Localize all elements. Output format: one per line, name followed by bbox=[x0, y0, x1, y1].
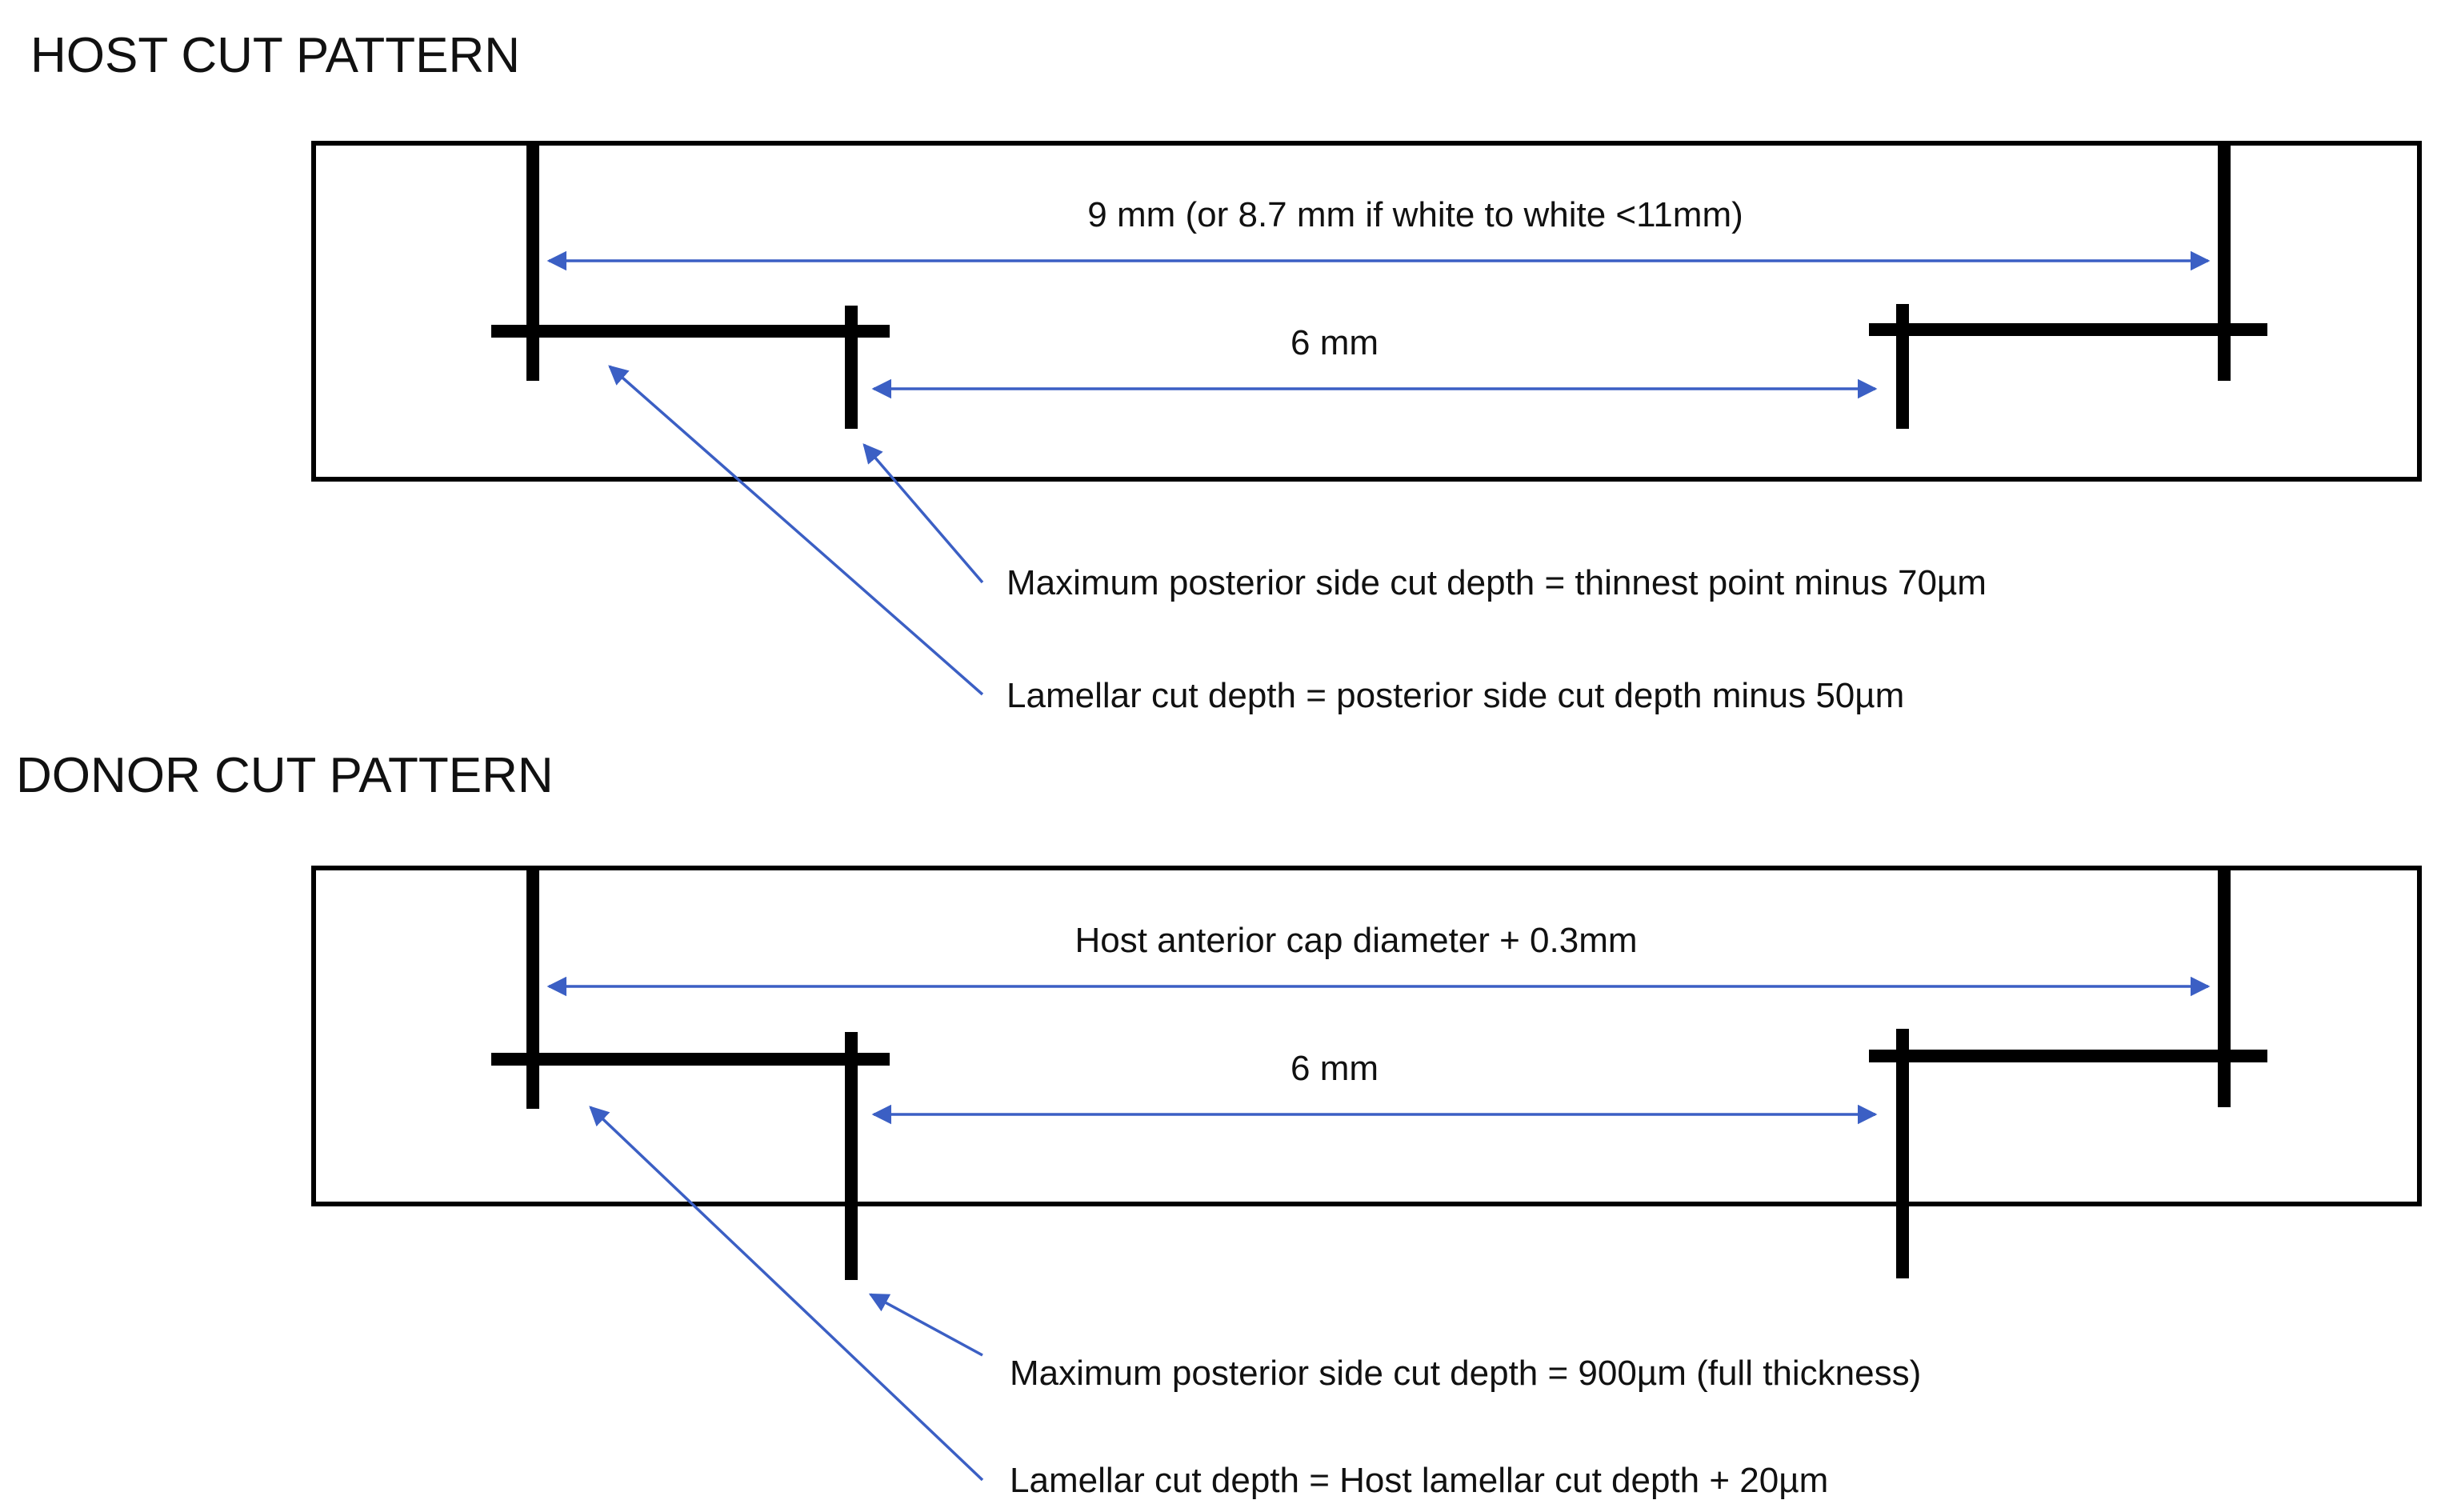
donor-outer-dimension-label: Host anterior cap diameter + 0.3mm bbox=[1074, 921, 1637, 960]
host-posterior-leader-arrow bbox=[862, 443, 984, 584]
host-inner-dimension-label: 6 mm bbox=[1291, 323, 1379, 362]
host-lamellar-leader-arrow bbox=[608, 365, 984, 696]
host-section-title: HOST CUT PATTERN bbox=[30, 28, 520, 83]
host-frame bbox=[311, 141, 2422, 482]
host-posterior-depth-note: Maximum posterior side cut depth = thinn… bbox=[1006, 563, 1987, 602]
donor-posterior-depth-note: Maximum posterior side cut depth = 900µm… bbox=[1010, 1354, 1921, 1393]
donor-inner-dimension-label: 6 mm bbox=[1291, 1049, 1379, 1088]
donor-lamellar-leader-arrow bbox=[589, 1106, 984, 1482]
donor-section-title: DONOR CUT PATTERN bbox=[16, 748, 554, 803]
donor-frame bbox=[311, 866, 2422, 1206]
donor-lamellar-depth-note: Lamellar cut depth = Host lamellar cut d… bbox=[1010, 1461, 1828, 1500]
host-outer-dimension-label: 9 mm (or 8.7 mm if white to white <11mm) bbox=[1087, 195, 1743, 234]
host-lamellar-depth-note: Lamellar cut depth = posterior side cut … bbox=[1006, 676, 1904, 715]
donor-posterior-leader-arrow bbox=[868, 1293, 983, 1357]
host-cut-lines bbox=[491, 143, 2267, 429]
donor-cut-lines bbox=[491, 868, 2267, 1280]
